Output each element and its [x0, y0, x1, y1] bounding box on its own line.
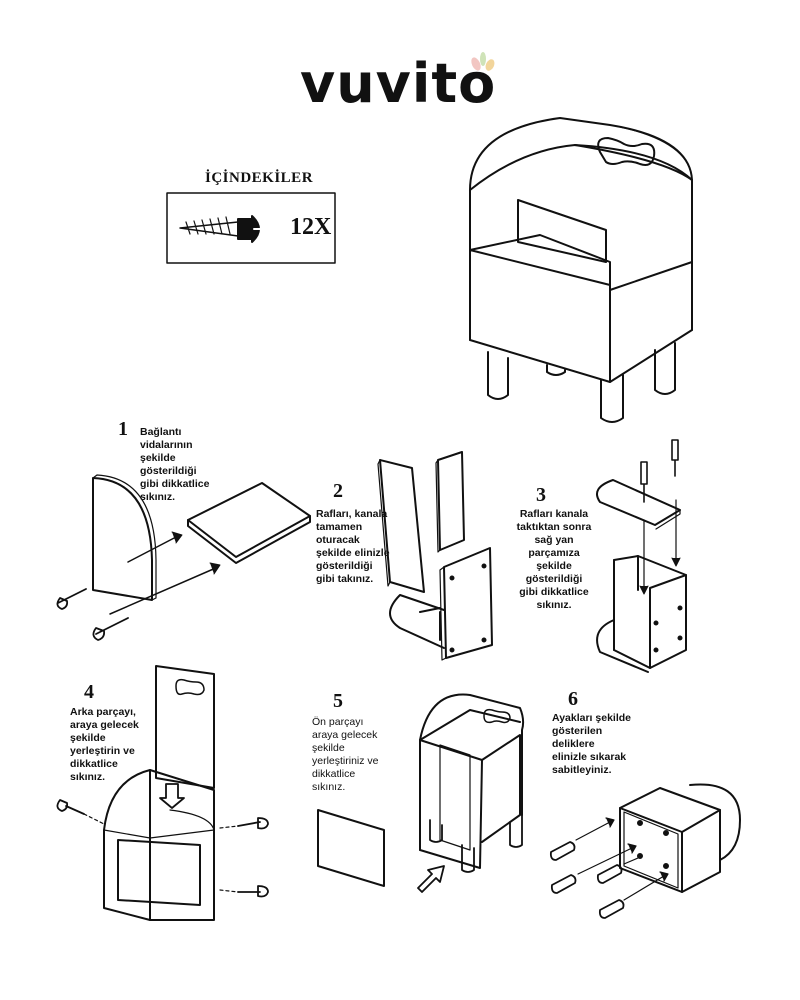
step-4-number: 4	[84, 681, 94, 703]
step-6-illustration	[549, 783, 741, 919]
step-2-text: Rafları, kanala tamamen oturacak şekilde…	[316, 508, 390, 585]
step-1-text: Bağlantı vidalarının şekilde gösterildiğ…	[140, 426, 210, 503]
step-3-text: Rafları kanala taktıktan sonra sağ yan p…	[516, 508, 592, 611]
assembled-shelf-illustration	[469, 117, 693, 423]
step-1-number: 1	[118, 418, 128, 440]
step-2-illustration	[377, 451, 493, 661]
step-2-number: 2	[333, 480, 343, 502]
contents-box	[166, 192, 336, 264]
brand-name: vuvito	[300, 52, 497, 115]
screw-count: 12X	[290, 214, 332, 240]
contents-title: İÇİNDEKİLER	[205, 170, 314, 186]
step-4-illustration	[56, 665, 269, 921]
step-5-illustration	[317, 693, 525, 893]
step-3-illustration	[596, 439, 687, 673]
step-5-number: 5	[333, 690, 343, 712]
screw-icon	[179, 215, 263, 243]
step-4-text: Arka parçayı, araya gelecek şekilde yerl…	[70, 706, 139, 783]
step-3-number: 3	[536, 484, 546, 506]
brand-logo: vuvito	[300, 52, 500, 118]
step-1-illustration	[56, 474, 311, 641]
logo-dots-icon	[471, 52, 495, 71]
step-6-number: 6	[568, 688, 578, 710]
step-5-text: Ön parçayı araya gelecek şekilde yerleşt…	[312, 716, 379, 793]
step-6-text: Ayakları şekilde gösterilen deliklere el…	[552, 712, 631, 776]
